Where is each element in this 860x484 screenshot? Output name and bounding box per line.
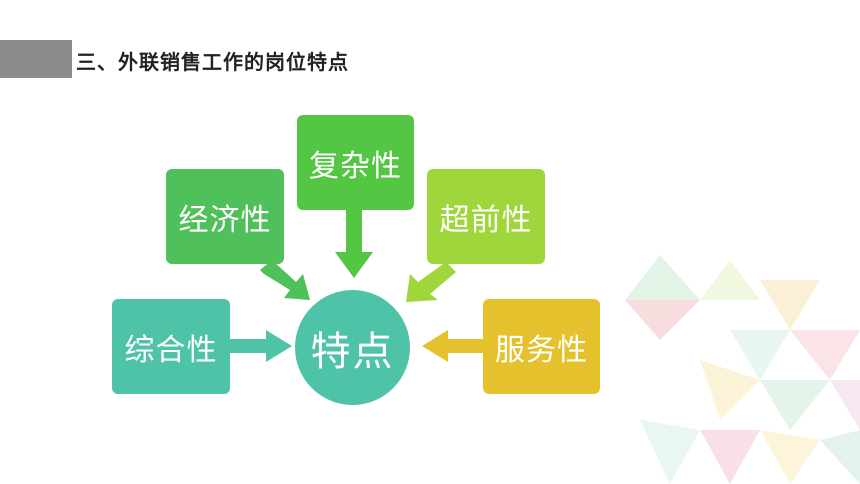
node-fuwu: 服务性 bbox=[483, 299, 600, 394]
node-zonghe: 综合性 bbox=[112, 299, 230, 394]
node-chaoqian: 超前性 bbox=[427, 169, 545, 264]
node-jingji: 经济性 bbox=[166, 169, 284, 264]
arrow-jingji bbox=[260, 260, 310, 300]
node-fuza-label: 复杂性 bbox=[309, 148, 402, 184]
node-fuza: 复杂性 bbox=[297, 115, 414, 210]
center-node: 特点 bbox=[295, 290, 410, 405]
header-accent-block bbox=[0, 40, 72, 78]
page-title: 三、外联销售工作的岗位特点 bbox=[76, 50, 349, 74]
node-zonghe-label: 综合性 bbox=[124, 332, 218, 368]
node-chaoqian-label: 超前性 bbox=[439, 202, 533, 238]
node-fuwu-label: 服务性 bbox=[495, 332, 588, 368]
arrow-chaoqian bbox=[406, 262, 456, 302]
center-node-label: 特点 bbox=[310, 328, 395, 375]
arrow-fuza bbox=[335, 210, 373, 278]
arrow-fuwu bbox=[422, 330, 483, 362]
arrow-zonghe bbox=[230, 330, 292, 362]
node-jingji-label: 经济性 bbox=[178, 202, 272, 238]
